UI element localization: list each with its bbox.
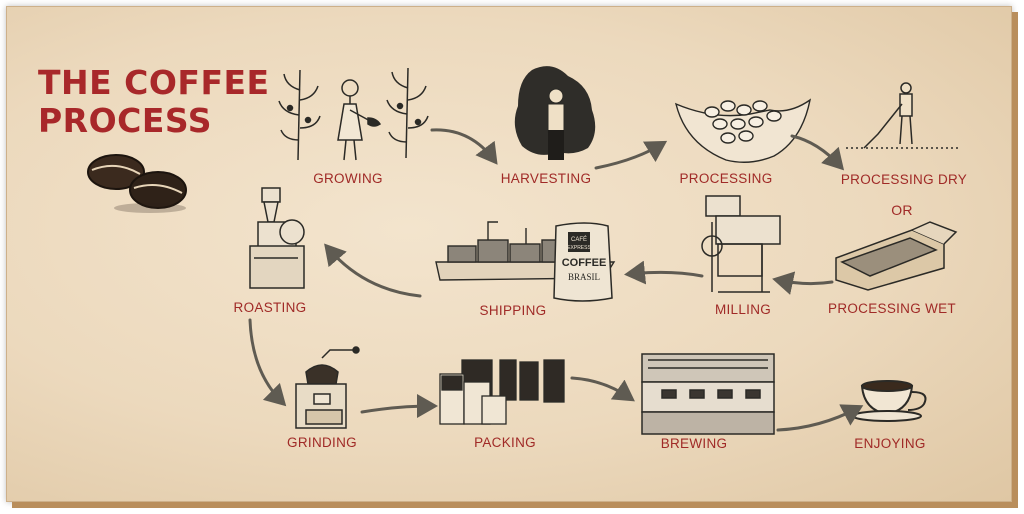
harvester-icon	[514, 66, 596, 160]
arrow-processing-dry	[790, 134, 845, 171]
label-processing: PROCESSING	[679, 171, 773, 186]
label-enjoying: ENJOYING	[854, 436, 926, 451]
label-packing: PACKING	[474, 435, 536, 450]
page-title: THE COFFEE PROCESS	[38, 64, 270, 140]
sack-origin: BRASIL	[568, 272, 600, 282]
title-line-2: PROCESS	[38, 101, 212, 140]
label-harvesting: HARVESTING	[500, 171, 592, 186]
arrow-brewing-enjoying	[776, 404, 864, 432]
washing-channel-icon	[835, 221, 958, 291]
label-or: OR	[891, 202, 913, 218]
flow-arrows	[248, 128, 864, 432]
coffee-sack-icon	[553, 222, 613, 302]
milling-machine-icon	[701, 195, 781, 293]
arrow-roasting-grinding	[248, 318, 287, 407]
hands-with-beans-icon	[674, 98, 812, 163]
espresso-machine-icon	[641, 353, 775, 435]
label-brewing: BREWING	[660, 436, 728, 451]
arrow-shipping-roasting	[324, 243, 422, 298]
sack-brand-top: CAFÉ	[571, 236, 587, 243]
label-growing: GROWING	[313, 171, 383, 186]
coffee-beans-icon	[87, 154, 187, 213]
title-line-1: THE COFFEE	[38, 63, 270, 102]
arrow-grinding-packing	[360, 394, 438, 419]
roaster-icon	[249, 187, 305, 289]
sack-brand-bottom: EXPRESS	[567, 245, 591, 251]
raking-beans-icon	[846, 82, 960, 149]
label-processing-dry: PROCESSING DRY	[840, 172, 968, 187]
coffee-plant-icon	[278, 67, 429, 161]
coffee-bags-icon	[439, 359, 565, 425]
coffee-cup-icon	[852, 380, 927, 422]
arrow-harvesting-processing	[594, 140, 668, 170]
label-processing-wet: PROCESSING WET	[828, 301, 956, 316]
label-shipping: SHIPPING	[479, 303, 547, 318]
arrow-milling-shipping	[624, 260, 704, 285]
arrow-wet-milling	[772, 271, 834, 295]
label-milling: MILLING	[714, 302, 772, 317]
label-roasting: ROASTING	[233, 300, 307, 315]
grinder-icon	[295, 346, 360, 429]
label-grinding: GRINDING	[287, 435, 357, 450]
sack-word: COFFEE	[562, 257, 607, 269]
arrow-packing-brewing	[570, 376, 635, 402]
arrow-growing-harvesting	[430, 128, 498, 165]
